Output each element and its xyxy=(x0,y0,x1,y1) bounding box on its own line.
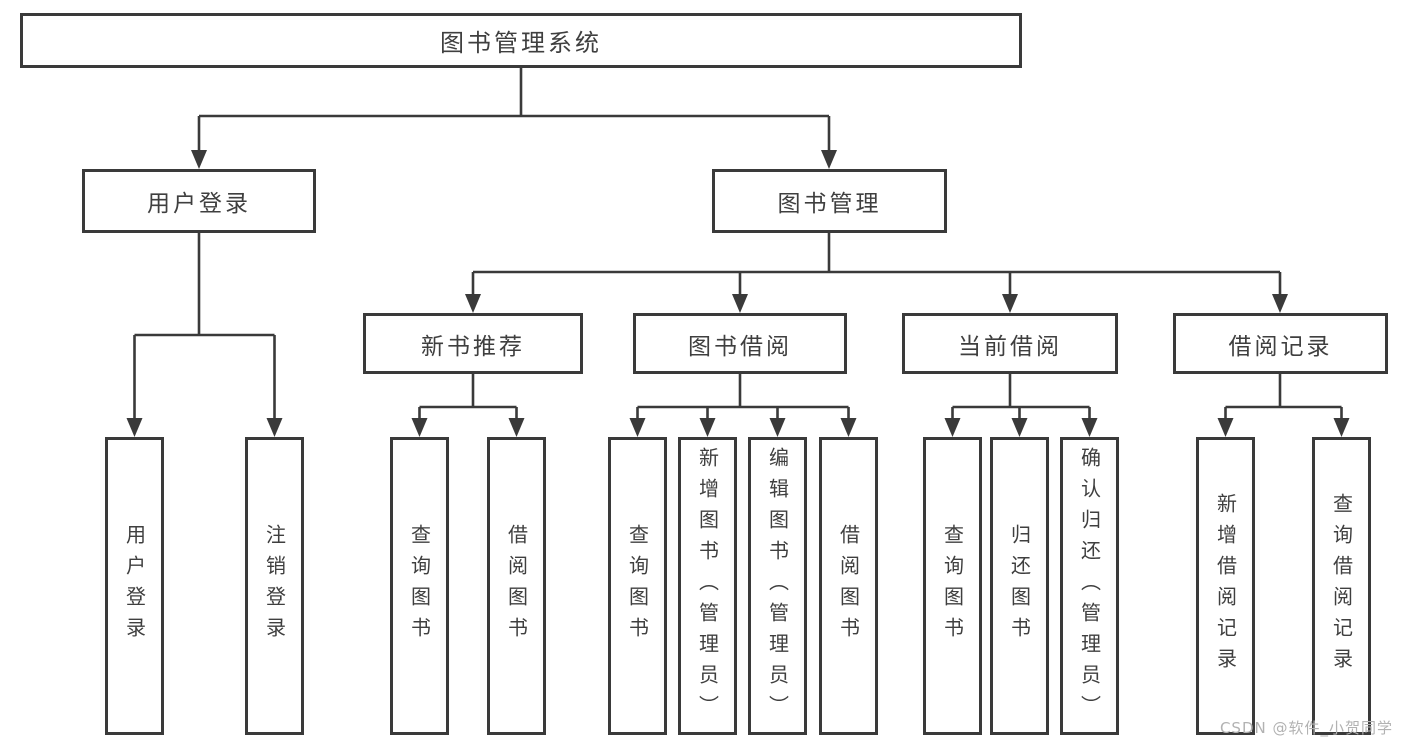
leaf-user-login-label: 用户登录 xyxy=(122,524,147,648)
leaf-user-login: 用户登录 xyxy=(105,437,164,735)
leaf-add-borrow-record-label: 新增借阅记录 xyxy=(1213,493,1238,679)
node-root: 图书管理系统 xyxy=(20,13,1022,68)
leaf-edit-books-admin-label: 编辑图书（管理员） xyxy=(765,446,790,726)
node-borrowing-records: 借阅记录 xyxy=(1173,313,1388,374)
leaf-add-books-admin-label: 新增图书（管理员） xyxy=(695,446,720,726)
leaf-logout: 注销登录 xyxy=(245,437,304,735)
leaf-query-books-current-label: 查询图书 xyxy=(940,524,965,648)
leaf-query-books-borrowing-label: 查询图书 xyxy=(625,524,650,648)
node-current-borrowing-label: 当前借阅 xyxy=(958,333,1062,360)
leaf-borrow-books-label: 借阅图书 xyxy=(836,524,861,648)
leaf-logout-label: 注销登录 xyxy=(262,524,287,648)
leaf-borrow-books-recommend-label: 借阅图书 xyxy=(504,524,529,648)
node-book-management-label: 图书管理 xyxy=(777,191,882,217)
leaf-query-books-recommend: 查询图书 xyxy=(390,437,449,735)
node-book-borrowing: 图书借阅 xyxy=(633,313,847,374)
leaf-query-books-recommend-label: 查询图书 xyxy=(407,524,432,648)
leaf-return-books-label: 归还图书 xyxy=(1007,524,1032,648)
node-current-borrowing: 当前借阅 xyxy=(902,313,1118,374)
leaf-query-borrow-record: 查询借阅记录 xyxy=(1312,437,1371,735)
leaf-confirm-return-admin: 确认归还（管理员） xyxy=(1060,437,1119,735)
node-root-label: 图书管理系统 xyxy=(440,29,602,57)
leaf-query-books-current: 查询图书 xyxy=(923,437,982,735)
watermark-text: CSDN @软件_小贺同学 xyxy=(1219,719,1393,737)
node-new-book-recommend-label: 新书推荐 xyxy=(421,333,525,360)
leaf-borrow-books: 借阅图书 xyxy=(819,437,878,735)
node-book-management: 图书管理 xyxy=(712,169,947,233)
node-user-login-label: 用户登录 xyxy=(147,191,251,217)
leaf-return-books: 归还图书 xyxy=(990,437,1049,735)
node-book-borrowing-label: 图书借阅 xyxy=(688,333,792,360)
leaf-add-books-admin: 新增图书（管理员） xyxy=(678,437,737,735)
leaf-confirm-return-admin-label: 确认归还（管理员） xyxy=(1077,446,1102,726)
leaf-query-books-borrowing: 查询图书 xyxy=(608,437,667,735)
leaf-edit-books-admin: 编辑图书（管理员） xyxy=(748,437,807,735)
leaf-borrow-books-recommend: 借阅图书 xyxy=(487,437,546,735)
node-user-login: 用户登录 xyxy=(82,169,316,233)
leaf-add-borrow-record: 新增借阅记录 xyxy=(1196,437,1255,735)
node-new-book-recommend: 新书推荐 xyxy=(363,313,583,374)
leaf-query-borrow-record-label: 查询借阅记录 xyxy=(1329,493,1354,679)
node-borrowing-records-label: 借阅记录 xyxy=(1228,333,1333,360)
